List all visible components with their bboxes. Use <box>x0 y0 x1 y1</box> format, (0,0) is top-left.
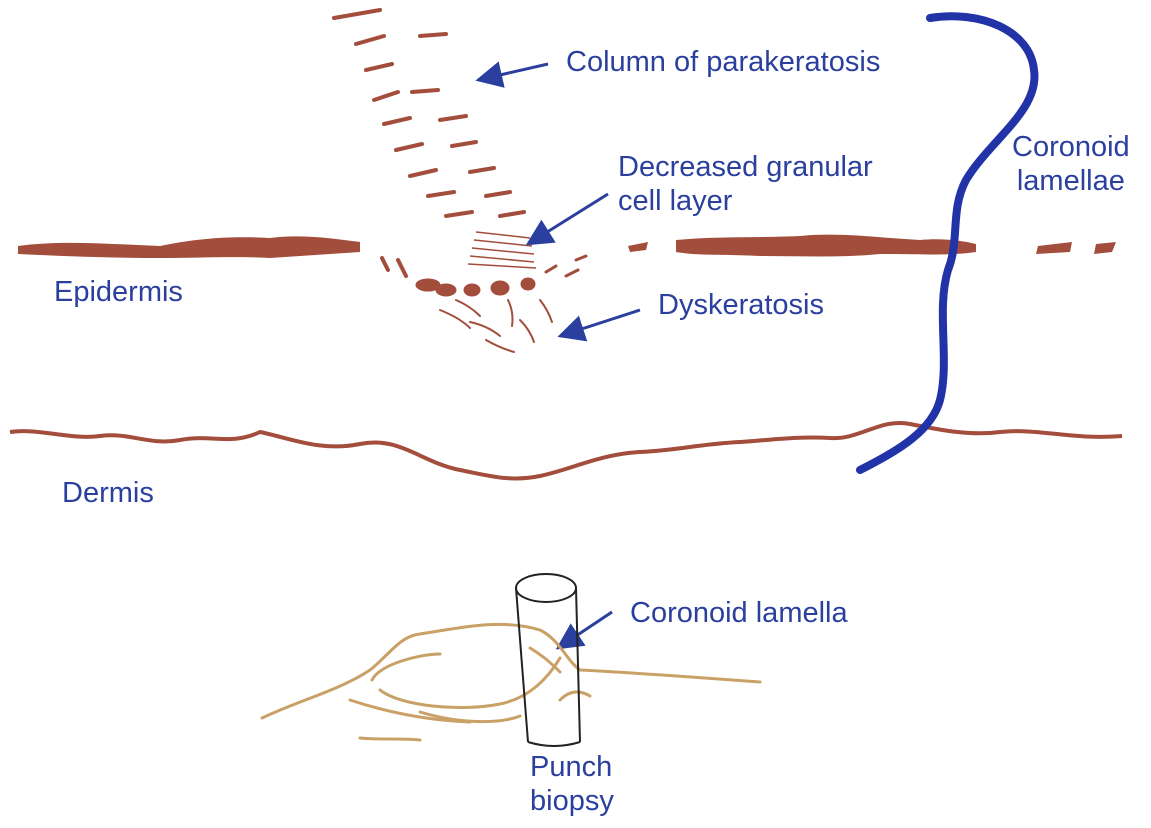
epidermis-dash <box>1094 242 1116 254</box>
label-dermis: Dermis <box>62 476 154 510</box>
dyskeratosis-arrow <box>560 310 640 336</box>
label-coronoid-lamellae-line1: Coronoid <box>1012 130 1130 164</box>
label-punch-biopsy-line2: biopsy <box>530 784 614 818</box>
dyskeratosis-cluster <box>382 256 586 352</box>
label-decreased-granular-line2: cell layer <box>618 184 873 218</box>
label-epidermis: Epidermis <box>54 275 183 309</box>
label-coronoid-lamellae: Coronoid lamellae <box>1012 130 1130 198</box>
label-coronoid-lamellae-line2: lamellae <box>1012 164 1130 198</box>
lesion-sketch <box>262 624 760 740</box>
label-punch-biopsy-line1: Punch <box>530 750 614 784</box>
granular-layer-arrow <box>528 194 608 244</box>
granular-layer-lines <box>468 232 536 268</box>
label-coronoid-lamella: Coronoid lamella <box>630 596 848 630</box>
parakeratosis-column <box>334 10 524 216</box>
label-column-of-parakeratosis: Column of parakeratosis <box>566 45 880 79</box>
label-dyskeratosis: Dyskeratosis <box>658 288 824 322</box>
dermis-line <box>10 423 1122 479</box>
coronoid-lamella-arrow <box>558 612 612 648</box>
epidermis-dash <box>1036 242 1072 254</box>
label-punch-biopsy: Punch biopsy <box>530 750 614 818</box>
parakeratosis-arrow <box>478 64 548 80</box>
epidermis-dash <box>628 242 648 252</box>
label-decreased-granular-cell-layer: Decreased granular cell layer <box>618 150 873 218</box>
label-decreased-granular-line1: Decreased granular <box>618 150 873 184</box>
epidermis-band-left <box>18 236 360 258</box>
epidermis-band-right <box>676 235 976 257</box>
